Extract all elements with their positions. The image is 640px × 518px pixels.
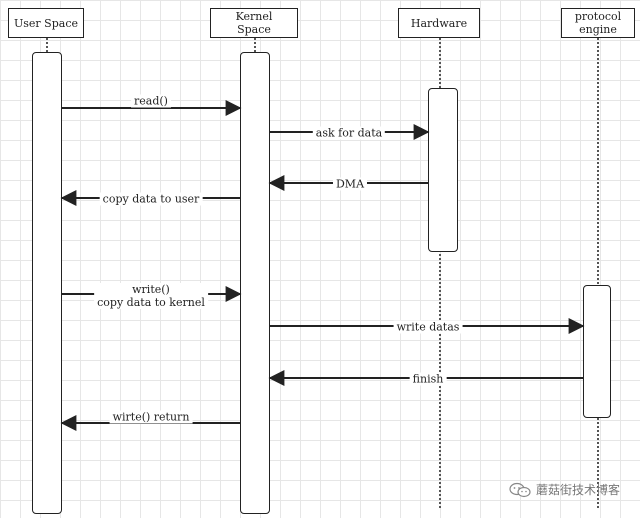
- activation-user-space: [32, 52, 62, 514]
- participant-user-space: User Space: [8, 8, 84, 38]
- message-label-write-datas: write datas: [393, 320, 463, 334]
- watermark: 蘑菇街技术博客: [509, 481, 620, 498]
- message-label-finish: finish: [409, 372, 447, 386]
- lifeline-protocol-engine: [597, 38, 599, 508]
- activation-protocol-engine: [583, 285, 611, 418]
- message-label-copy-data-to-user: copy data to user: [99, 192, 203, 206]
- activation-hardware: [428, 88, 458, 252]
- participant-hardware: Hardware: [398, 8, 480, 38]
- message-label-wirte-return: wirte() return: [109, 410, 193, 424]
- message-label-write-copy: write() copy data to kernel: [94, 283, 208, 309]
- activation-kernel-space: [240, 52, 270, 514]
- message-label-dma: DMA: [332, 177, 368, 191]
- lifeline-hardware: [439, 38, 441, 508]
- watermark-text: 蘑菇街技术博客: [535, 483, 620, 497]
- participant-kernel-space: Kernel Space: [210, 8, 298, 38]
- message-label-ask-for-data: ask for data: [312, 126, 386, 140]
- message-label-read: read(): [131, 94, 171, 108]
- participant-protocol-engine: protocol engine: [561, 8, 635, 38]
- wechat-icon: [509, 482, 531, 497]
